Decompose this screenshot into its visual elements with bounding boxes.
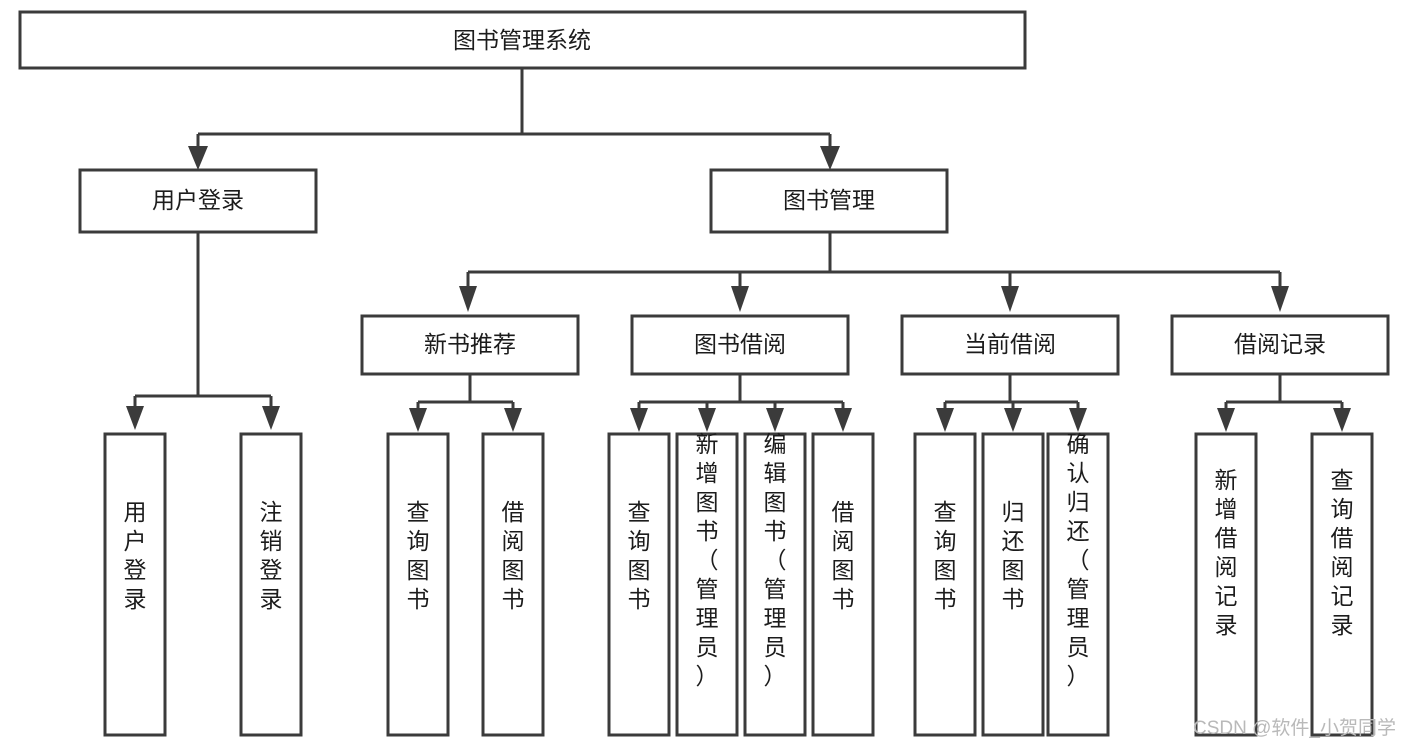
leaf-label-bb-borrow-book: 借阅图书	[832, 499, 855, 612]
leaf-node-br-add-record[interactable]: 新增借阅记录	[1194, 432, 1258, 737]
leaf-label-cb-query-book: 查询图书	[934, 499, 957, 612]
node-borrow-records[interactable]: 借阅记录	[1170, 314, 1390, 376]
leaf-node-nb-query-book[interactable]: 查询图书	[386, 432, 450, 737]
leaf-node-logout[interactable]: 注销登录	[239, 432, 303, 737]
leaf-box-bb-query-book[interactable]	[607, 432, 671, 737]
leaf-node-bb-query-book[interactable]: 查询图书	[607, 432, 671, 737]
arrow-head-bb-leaf-4	[834, 408, 852, 432]
leaf-box-nb-query-book[interactable]	[386, 432, 450, 737]
leaf-label-bb-query-book: 查询图书	[628, 499, 651, 612]
node-book-borrow[interactable]: 图书借阅	[630, 314, 850, 376]
leaf-box-nb-borrow-book[interactable]	[481, 432, 545, 737]
leaf-node-bb-edit-book[interactable]: 编辑图书（管理员）	[743, 431, 807, 737]
node-book-management[interactable]: 图书管理	[709, 168, 949, 234]
arrow-head-br-leaf-2	[1333, 408, 1351, 432]
leaf-label-bb-edit-book: 编辑图书（管理员）	[764, 431, 787, 689]
leaf-node-nb-borrow-book[interactable]: 借阅图书	[481, 432, 545, 737]
leaf-box-logout[interactable]	[239, 432, 303, 737]
leaf-box-cb-query-book[interactable]	[913, 432, 977, 737]
arrow-head-borrow-records	[1271, 286, 1289, 312]
arrow-head-cb-leaf-1	[936, 408, 954, 432]
borrow-records-label: 借阅记录	[1234, 331, 1326, 357]
leaf-label-nb-query-book: 查询图书	[407, 499, 430, 612]
leaf-box-br-query-record[interactable]	[1310, 432, 1374, 737]
leaf-box-cb-return-book[interactable]	[981, 432, 1045, 737]
new-book-recommend-box[interactable]	[360, 314, 580, 376]
leaf-box-br-add-record[interactable]	[1194, 432, 1258, 737]
arrow-head-br-leaf-1	[1217, 408, 1235, 432]
leaf-node-bb-add-book[interactable]: 新增图书（管理员）	[675, 431, 739, 737]
node-current-borrow[interactable]: 当前借阅	[900, 314, 1120, 376]
leaf-label-logout: 注销登录	[260, 499, 283, 612]
arrow-head-bb-leaf-2	[698, 408, 716, 432]
arrow-head-book-borrow	[731, 286, 749, 312]
book-borrow-box[interactable]	[630, 314, 850, 376]
connector-layer	[126, 68, 1351, 432]
node-root-system[interactable]: 图书管理系统	[18, 10, 1027, 70]
csdn-watermark: CSDN @软件_小贺同学	[1193, 717, 1396, 739]
arrow-head-nb-leaf-2	[504, 408, 522, 432]
arrow-head-user-login	[188, 146, 208, 170]
leaf-box-bb-borrow-book[interactable]	[811, 432, 875, 737]
root-label: 图书管理系统	[453, 27, 591, 53]
node-user-login[interactable]: 用户登录	[78, 168, 318, 234]
arrow-head-cb-leaf-2	[1004, 408, 1022, 432]
leaf-box-bb-edit-book[interactable]	[743, 432, 807, 737]
current-borrow-label: 当前借阅	[964, 331, 1056, 357]
leaf-box-user-login-action[interactable]	[103, 432, 167, 737]
new-book-recommend-label: 新书推荐	[424, 331, 516, 357]
book-management-box[interactable]	[709, 168, 949, 234]
leaf-node-cb-return-book[interactable]: 归还图书	[981, 432, 1045, 737]
leaf-box-bb-add-book[interactable]	[675, 432, 739, 737]
leaf-node-br-query-record[interactable]: 查询借阅记录	[1310, 432, 1374, 737]
arrow-head-new-book-recommend	[459, 286, 477, 312]
arrow-head-nb-leaf-1	[409, 408, 427, 432]
user-login-label: 用户登录	[152, 187, 244, 213]
arrow-head-cb-leaf-3	[1069, 408, 1087, 432]
arrow-head-leaf-logout	[262, 406, 280, 430]
leaf-label-cb-confirm-return: 确认归还（管理员）	[1067, 431, 1090, 689]
leaf-label-br-query-record: 查询借阅记录	[1331, 467, 1354, 638]
leaf-label-nb-borrow-book: 借阅图书	[502, 499, 525, 612]
leaf-label-user-login-action: 用户登录	[124, 499, 147, 612]
leaf-node-bb-borrow-book[interactable]: 借阅图书	[811, 432, 875, 737]
leaf-box-cb-confirm-return[interactable]	[1046, 432, 1110, 737]
borrow-records-box[interactable]	[1170, 314, 1390, 376]
arrow-head-bb-leaf-1	[630, 408, 648, 432]
book-borrow-label: 图书借阅	[694, 331, 786, 357]
arrow-head-leaf-user-login	[126, 406, 144, 430]
root-box[interactable]	[18, 10, 1027, 70]
leaf-label-cb-return-book: 归还图书	[1002, 499, 1025, 612]
node-new-book-recommend[interactable]: 新书推荐	[360, 314, 580, 376]
leaf-node-cb-query-book[interactable]: 查询图书	[913, 432, 977, 737]
leaf-node-user-login-action[interactable]: 用户登录	[103, 432, 167, 737]
arrow-head-book-mgmt	[820, 146, 840, 170]
current-borrow-box[interactable]	[900, 314, 1120, 376]
arrow-head-bb-leaf-3	[766, 408, 784, 432]
leaf-label-bb-add-book: 新增图书（管理员）	[696, 431, 719, 689]
leaf-label-br-add-record: 新增借阅记录	[1215, 467, 1238, 638]
user-login-box[interactable]	[78, 168, 318, 234]
book-management-label: 图书管理	[783, 187, 875, 213]
leaf-node-cb-confirm-return[interactable]: 确认归还（管理员）	[1046, 431, 1110, 737]
arrow-head-current-borrow	[1001, 286, 1019, 312]
